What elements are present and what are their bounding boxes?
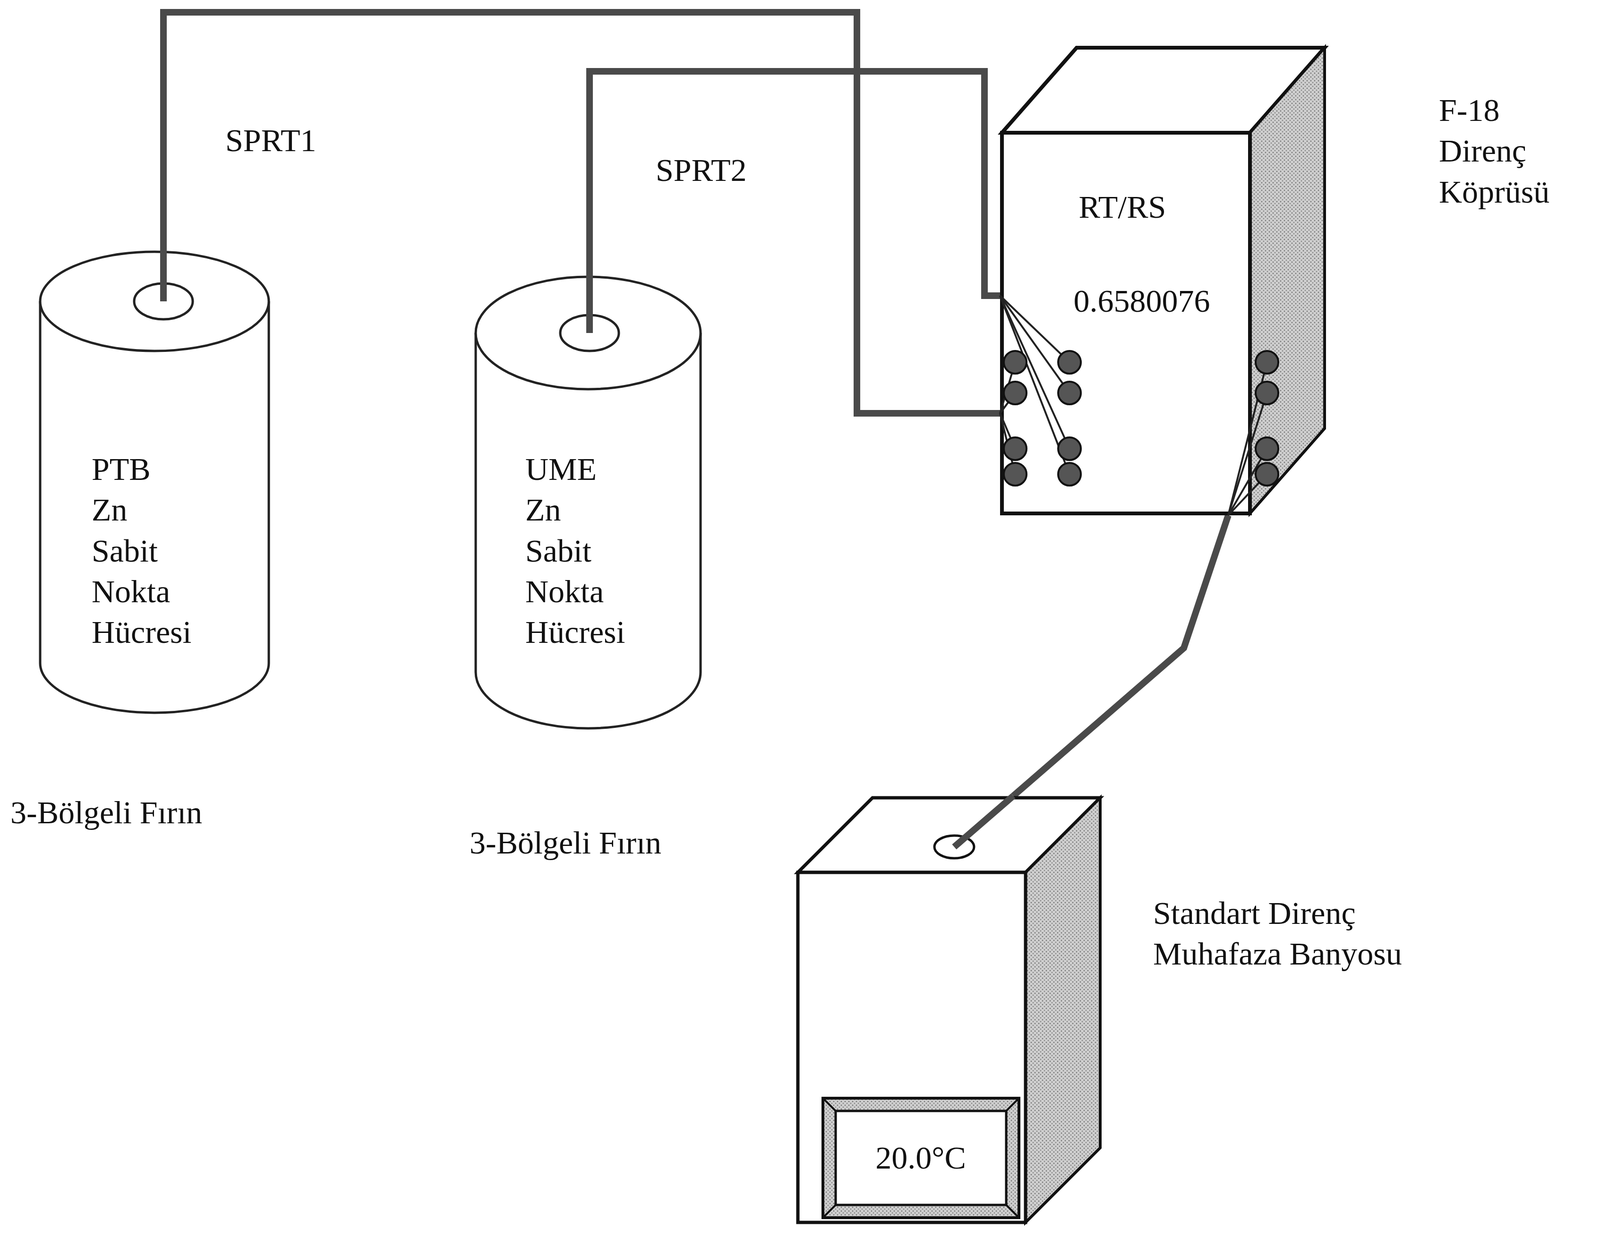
furnace-label: 3-Bölgeli Fırın bbox=[10, 793, 203, 833]
fixed-point-cell: UME Zn Sabit Nokta Hücresi bbox=[474, 275, 702, 730]
standard-resistor-bath: Standart Direnç Muhafaza Banyosu20.0°C bbox=[795, 795, 1103, 1225]
ratio-reading: 0.6580076 bbox=[1073, 280, 1211, 322]
probe-cable bbox=[1013, 515, 1229, 796]
probe-label: SPRT2 bbox=[652, 150, 750, 191]
cell-label: UME Zn Sabit Nokta Hücresi bbox=[525, 448, 625, 653]
cell-label: PTB Zn Sabit Nokta Hücresi bbox=[91, 448, 192, 653]
bridge-housing bbox=[1000, 45, 1327, 516]
furnace-label: 3-Bölgeli Fırın bbox=[469, 823, 662, 863]
device-heading: F-18 Direnç Köprüsü bbox=[1438, 89, 1550, 213]
fixed-point-cell: PTB Zn Sabit Nokta Hücresi bbox=[38, 250, 271, 719]
temperature-display: 20.0°C bbox=[821, 1096, 1021, 1220]
probe-cable bbox=[589, 71, 1001, 296]
probe-label: SPRT1 bbox=[222, 120, 319, 162]
probe-cable bbox=[163, 12, 1001, 414]
temperature-reading: 20.0°C bbox=[875, 1137, 967, 1179]
device-heading: Standart Direnç Muhafaza Banyosu bbox=[1153, 892, 1409, 975]
cylinder-shape bbox=[474, 275, 702, 730]
ratio-label: RT/RS bbox=[1078, 186, 1167, 228]
resistance-bridge: F-18 Direnç KöprüsüRT/RS0.6580076 bbox=[1000, 45, 1327, 516]
